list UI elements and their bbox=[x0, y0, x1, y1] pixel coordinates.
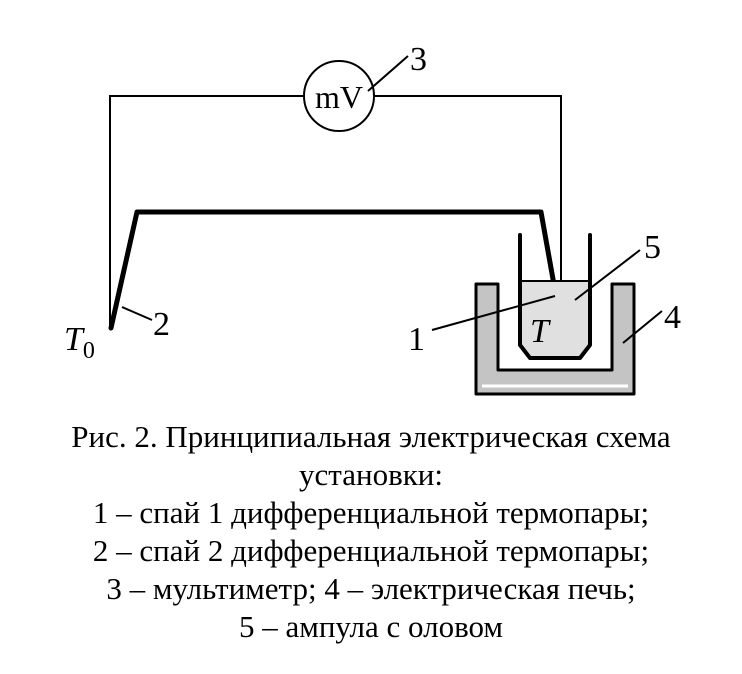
callout-4: 4 bbox=[664, 299, 681, 336]
callout-leader-2 bbox=[121, 306, 153, 321]
callout-leader-1 bbox=[431, 295, 556, 331]
callout-leader-5 bbox=[574, 249, 641, 301]
temperature-cold-subscript: 0 bbox=[83, 338, 95, 364]
callout-3: 3 bbox=[410, 41, 427, 78]
caption-line: 2 – спай 2 дифференциальной термопары; bbox=[92, 533, 650, 568]
callout-leader-3 bbox=[367, 55, 409, 92]
callout-5: 5 bbox=[644, 229, 661, 266]
thermocouple-wire bbox=[108, 209, 564, 331]
callout-2: 2 bbox=[153, 306, 170, 343]
ampule bbox=[518, 233, 592, 360]
callout-1: 1 bbox=[408, 321, 425, 358]
caption-line: 3 – мультиметр; 4 – электрическая печь; bbox=[106, 571, 636, 606]
temperature-cold-symbol: T bbox=[64, 321, 85, 358]
caption-line: 5 – ампула с оловом bbox=[238, 609, 504, 644]
caption-line: 1 – спай 1 дифференциальной термопары; bbox=[92, 495, 650, 530]
callout-leader-4 bbox=[622, 310, 663, 344]
circuit-wire bbox=[109, 95, 305, 327]
circuit-wire bbox=[374, 95, 562, 290]
circuit-diagram: mV 1 2 3 4 5 T0 T bbox=[64, 41, 681, 396]
multimeter-label: mV bbox=[315, 79, 363, 115]
temperature-hot-label: T bbox=[530, 313, 551, 350]
temperature-cold-label: T0 bbox=[64, 321, 95, 364]
caption-line: Рис. 2. Принципиальная электрическая схе… bbox=[71, 419, 671, 454]
figure-caption: Рис. 2. Принципиальная электрическая схе… bbox=[0, 418, 742, 646]
caption-line: установки: bbox=[299, 457, 443, 492]
multimeter bbox=[303, 60, 375, 132]
